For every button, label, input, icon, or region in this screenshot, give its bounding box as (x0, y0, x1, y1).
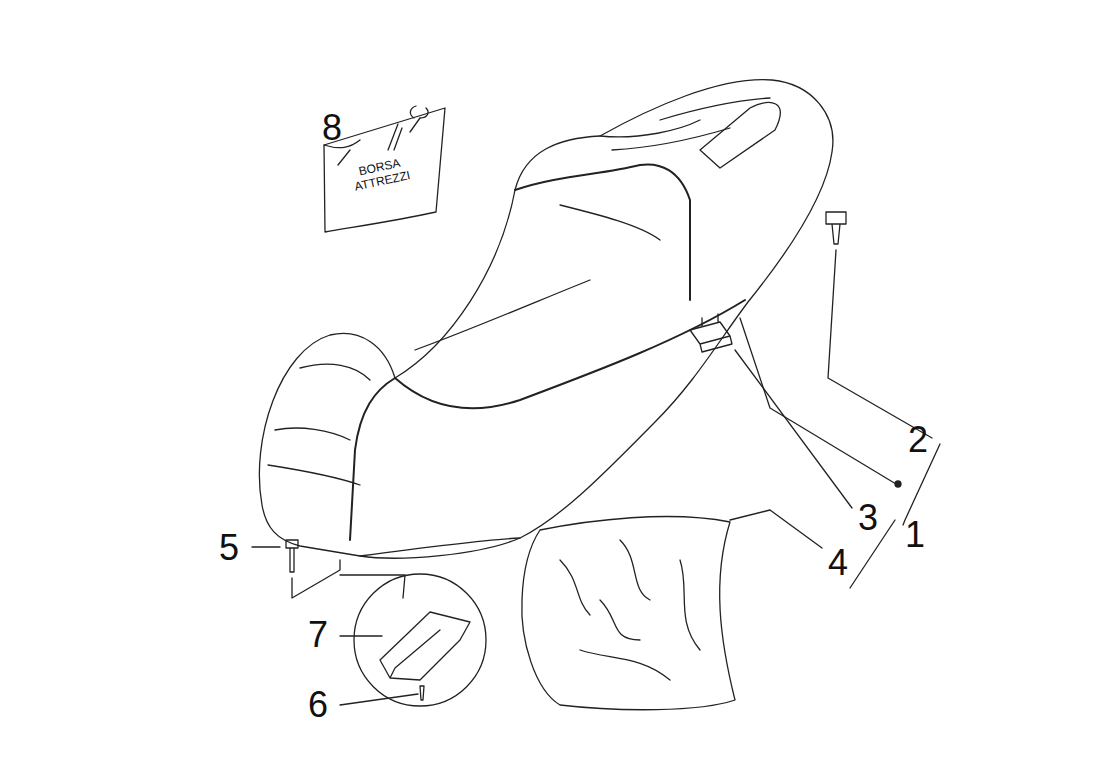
callout-number: 5 (219, 530, 239, 566)
callout-number: 2 (908, 422, 928, 458)
callout-number: 3 (858, 500, 878, 536)
callout-number: 6 (308, 687, 328, 723)
callout-number: 8 (322, 110, 342, 146)
callout-number: 7 (308, 617, 328, 653)
tool-bag: BORSA ATTREZZI (338, 152, 424, 197)
callout-number: 1 (905, 517, 925, 553)
callout-number: 4 (828, 545, 848, 581)
bag-label: BORSA ATTREZZI (338, 152, 424, 197)
